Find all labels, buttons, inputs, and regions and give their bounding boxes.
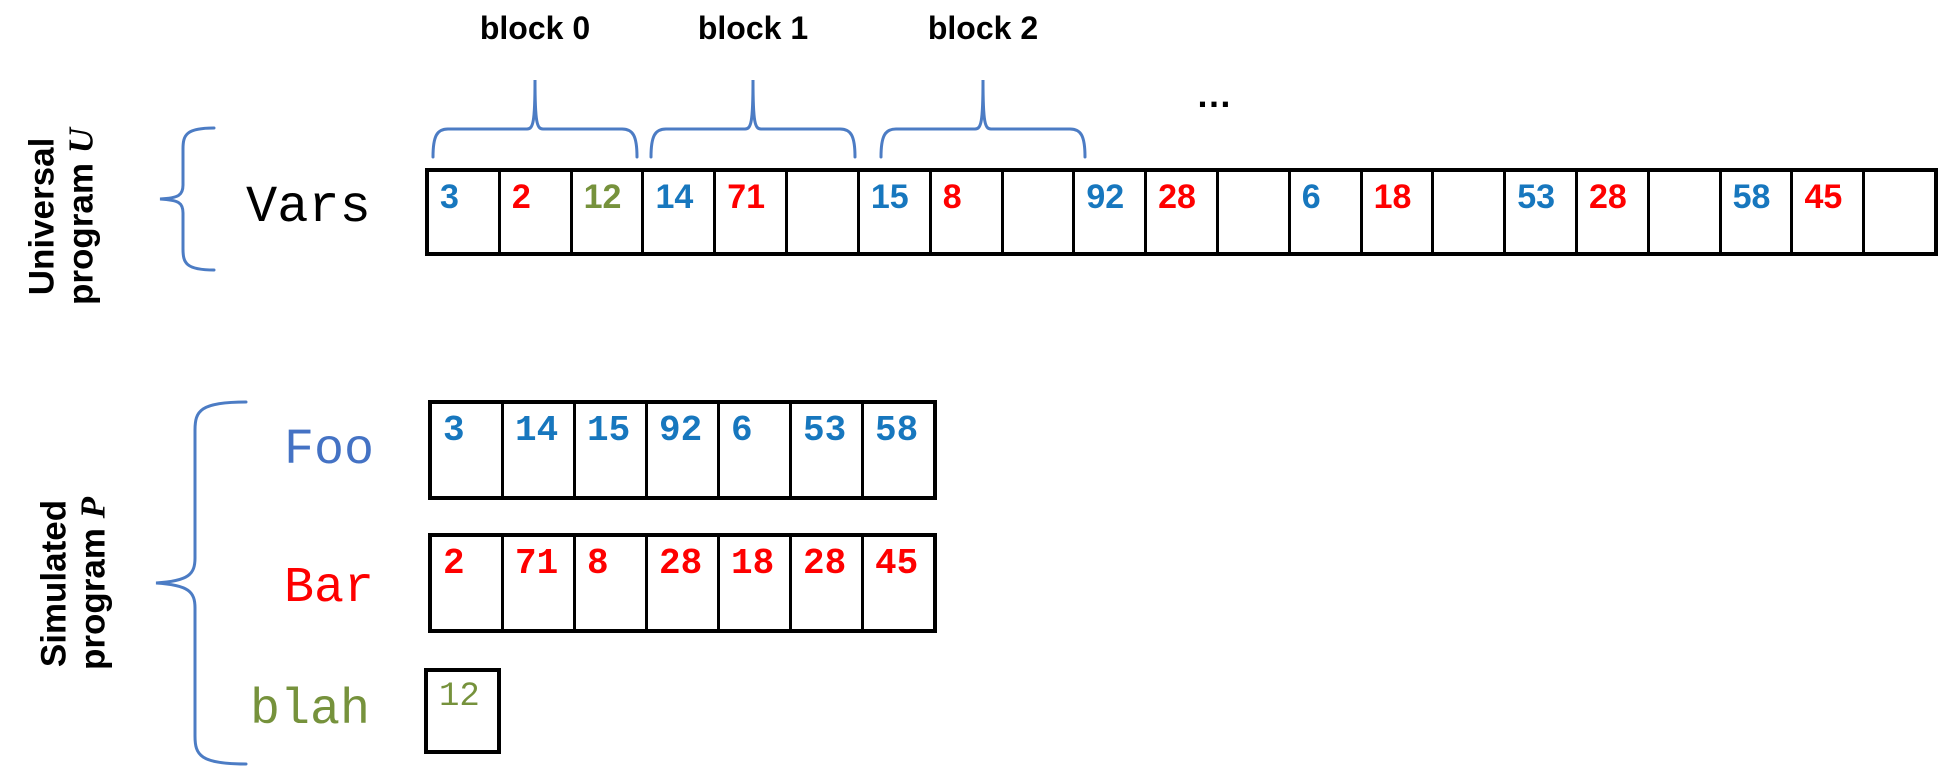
cell-value: 8 <box>587 543 609 584</box>
array-cell: 28 <box>792 537 864 629</box>
cell-value: 53 <box>803 410 847 451</box>
array-cell: 12 <box>573 172 645 252</box>
cell-value: 71 <box>515 543 559 584</box>
cell-value: 58 <box>875 410 919 451</box>
cell-value: 15 <box>587 410 631 451</box>
array-cell: 12 <box>428 672 497 750</box>
array-cell: 18 <box>1363 172 1435 252</box>
array-cell: 58 <box>864 404 933 496</box>
cell-value: 18 <box>731 543 775 584</box>
cell-value: 12 <box>439 678 480 716</box>
more-blocks-ellipsis: … <box>1196 74 1236 115</box>
cell-value: 58 <box>1732 178 1771 216</box>
array-cell: 92 <box>648 404 720 496</box>
array-cell: 8 <box>932 172 1004 252</box>
cell-value: 45 <box>1804 178 1843 216</box>
simulated-label-line2: program <box>73 518 112 671</box>
array-cell: 3 <box>432 404 504 496</box>
cell-value: 3 <box>443 410 465 451</box>
array-cell: 53 <box>792 404 864 496</box>
cell-value: 92 <box>659 410 703 451</box>
bar-array: 2 71 8 28 18 28 45 <box>428 533 937 633</box>
universal-label-letter: U <box>61 128 100 154</box>
array-cell: 45 <box>1793 172 1866 252</box>
array-cell <box>1434 172 1507 252</box>
array-cell: 71 <box>716 172 789 252</box>
array-cell: 28 <box>1578 172 1650 252</box>
simulated-program-label: Simulated program P <box>34 444 113 724</box>
array-cell: 15 <box>860 172 932 252</box>
cell-value: 8 <box>942 178 962 216</box>
array-cell: 45 <box>864 537 933 629</box>
foo-row-label: Foo <box>284 422 375 479</box>
cell-value: 12 <box>583 178 622 216</box>
cell-value: 14 <box>655 178 694 216</box>
cell-value: 14 <box>515 410 559 451</box>
simulated-label-letter: P <box>73 496 112 519</box>
array-cell: 15 <box>576 404 648 496</box>
cell-value: 45 <box>875 543 919 584</box>
array-cell: 2 <box>501 172 573 252</box>
vars-label: Vars <box>246 178 371 237</box>
cell-value: 2 <box>511 178 531 216</box>
cell-value: 53 <box>1517 178 1556 216</box>
array-cell: 71 <box>504 537 576 629</box>
cell-value: 6 <box>731 410 753 451</box>
array-cell: 6 <box>1291 172 1363 252</box>
blah-row-label: blah <box>250 682 371 739</box>
array-cell <box>1219 172 1291 252</box>
cell-value: 3 <box>440 178 459 216</box>
array-cell: 28 <box>1147 172 1219 252</box>
array-cell <box>788 172 860 252</box>
universal-label-line1: Universal <box>22 137 62 296</box>
array-cell: 14 <box>644 172 717 252</box>
block-0-brace-icon <box>431 79 639 159</box>
vars-brace-icon <box>159 126 216 272</box>
block-0-label: block 0 <box>479 10 591 46</box>
cell-value: 28 <box>1158 178 1196 216</box>
cell-value: 28 <box>659 543 703 584</box>
universal-program-label: Universal program U <box>22 77 101 357</box>
block-1-brace-icon <box>649 79 857 159</box>
array-cell: 8 <box>576 537 648 629</box>
cell-value: 28 <box>803 543 847 584</box>
cell-value: 2 <box>443 543 465 584</box>
block-2-brace-icon <box>879 79 1087 159</box>
cell-value: 6 <box>1301 178 1321 216</box>
array-cell: 6 <box>720 404 792 496</box>
bar-row-label: Bar <box>284 560 375 617</box>
array-cell: 2 <box>432 537 504 629</box>
simulated-label-line1: Simulated <box>34 499 74 668</box>
array-cell: 58 <box>1722 172 1794 252</box>
blah-array: 12 <box>424 668 501 754</box>
vars-array: 3 2 12 14 71 15 8 92 28 6 18 53 28 58 45 <box>425 168 1938 256</box>
array-cell: 3 <box>429 172 501 252</box>
block-1-label: block 1 <box>697 10 809 46</box>
array-cell: 92 <box>1075 172 1148 252</box>
cell-value: 15 <box>870 178 909 216</box>
array-cell: 14 <box>504 404 576 496</box>
cell-value: 18 <box>1373 178 1412 216</box>
universal-label-line2: program <box>61 153 100 305</box>
array-cell <box>1650 172 1722 252</box>
block-2-label: block 2 <box>927 10 1039 46</box>
array-cell: 18 <box>720 537 792 629</box>
cell-value: 71 <box>727 178 766 216</box>
array-cell <box>1865 172 1934 252</box>
cell-value: 28 <box>1589 178 1627 216</box>
array-cell: 53 <box>1506 172 1578 252</box>
array-cell: 28 <box>648 537 720 629</box>
cell-value: 92 <box>1086 178 1125 216</box>
foo-array: 3 14 15 92 6 53 58 <box>428 400 937 500</box>
simulated-program-brace-icon <box>155 400 248 766</box>
array-cell <box>1004 172 1076 252</box>
